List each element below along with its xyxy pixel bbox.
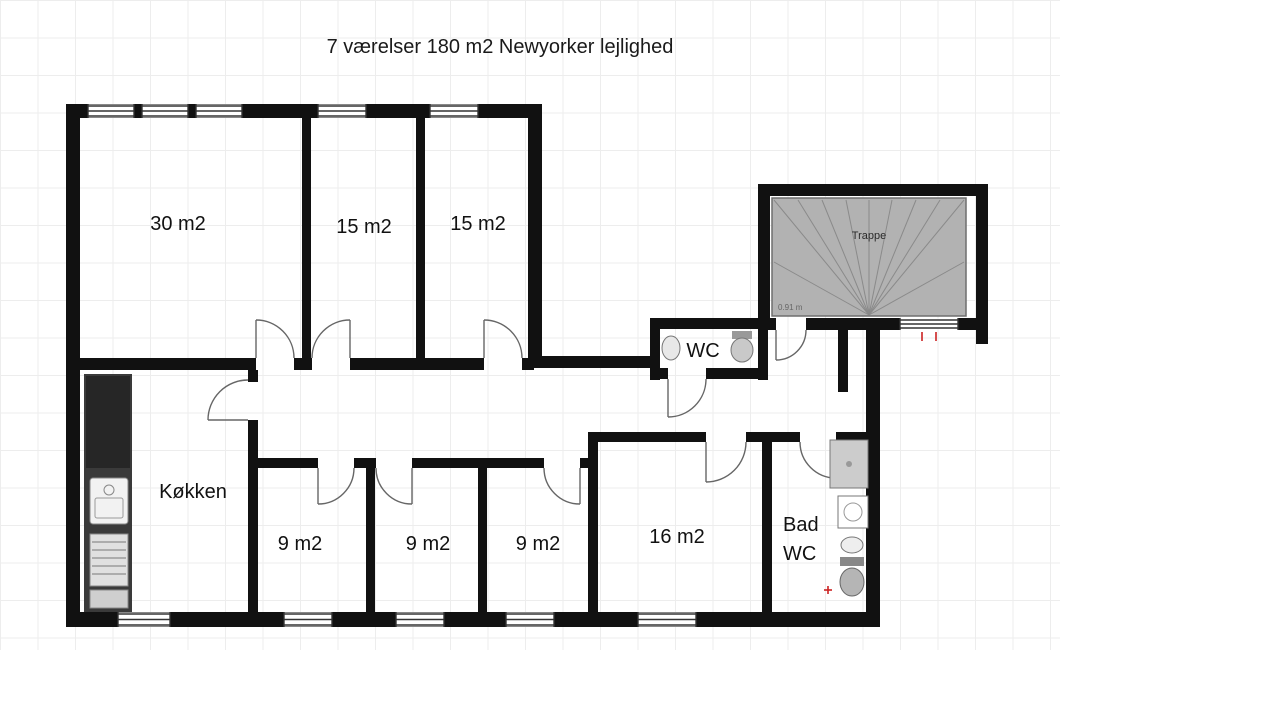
- room-label-16m2: 16 m2: [649, 526, 705, 548]
- room-label-bad-wc: Bad WC: [783, 511, 819, 569]
- windows: [87, 104, 959, 627]
- stair-door-dimension: 0.91 m: [778, 303, 803, 312]
- red-marks: [824, 332, 937, 594]
- room-label-15m2-a: 15 m2: [336, 216, 392, 238]
- room-label-kitchen: Køkken: [159, 481, 227, 503]
- room-label-wc: WC: [686, 340, 720, 362]
- bathroom-fixtures: [829, 439, 869, 597]
- room-label-15m2-b: 15 m2: [450, 213, 506, 235]
- room-label-bad-line1: Bad: [783, 514, 819, 536]
- wc-fixtures: [661, 331, 754, 363]
- staircase: [771, 197, 967, 317]
- room-label-bad-line2: WC: [783, 543, 817, 565]
- kitchen-counter: [84, 374, 132, 612]
- room-label-30m2: 30 m2: [150, 213, 206, 235]
- plan-title: 7 værelser 180 m2 Newyorker lejlighed: [326, 36, 674, 58]
- room-label-9m2-b: 9 m2: [405, 533, 451, 555]
- room-label-9m2-a: 9 m2: [277, 533, 323, 555]
- doors: [207, 319, 837, 505]
- room-label-trappe: Trappe: [851, 230, 887, 242]
- room-label-9m2-c: 9 m2: [515, 533, 561, 555]
